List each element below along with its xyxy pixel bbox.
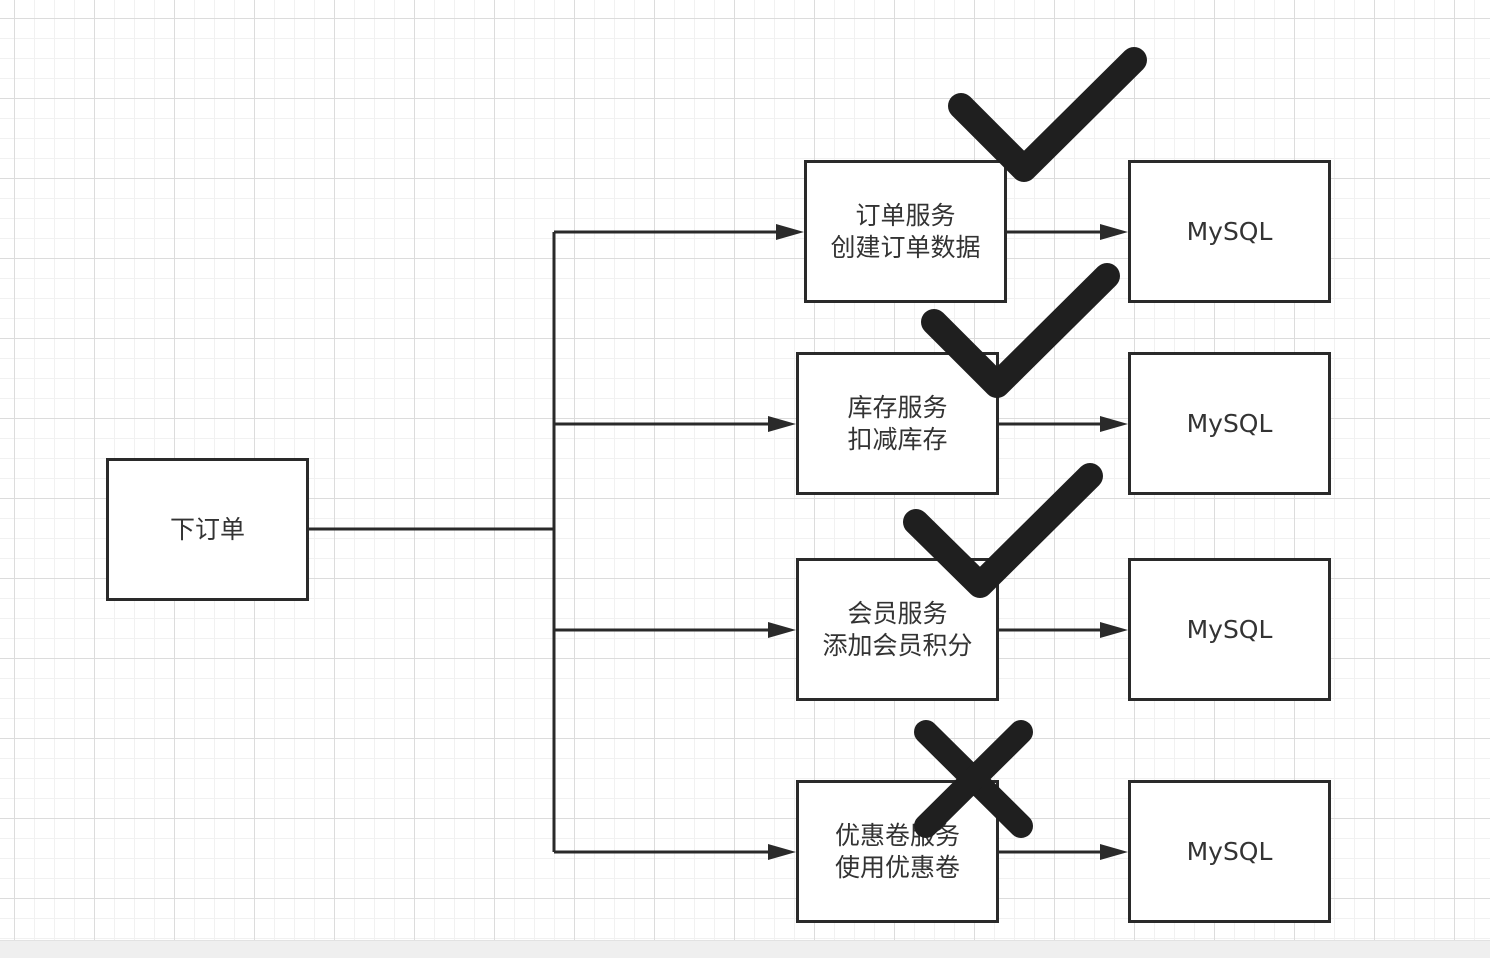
- arrowhead-inventory-db: [1100, 416, 1128, 432]
- arrowhead-inventory: [768, 416, 796, 432]
- node-mysql-order-label: MySQL: [1186, 216, 1273, 246]
- canvas-bottom-bar: [0, 940, 1490, 958]
- node-order-service[interactable]: 订单服务 创建订单数据: [804, 160, 1007, 303]
- node-coupon-service-label: 优惠卷服务 使用优惠卷: [834, 820, 960, 882]
- node-place-order-label: 下订单: [169, 514, 245, 544]
- node-mysql-member[interactable]: MySQL: [1128, 558, 1331, 701]
- arrowhead-order: [776, 224, 804, 240]
- node-inventory-service-label: 库存服务 扣减库存: [847, 392, 948, 454]
- node-inventory-service[interactable]: 库存服务 扣减库存: [796, 352, 999, 495]
- node-mysql-member-label: MySQL: [1186, 614, 1273, 644]
- node-mysql-inventory-label: MySQL: [1186, 408, 1273, 438]
- arrowhead-member: [768, 622, 796, 638]
- arrowhead-member-db: [1100, 622, 1128, 638]
- node-mysql-coupon[interactable]: MySQL: [1128, 780, 1331, 923]
- node-mysql-coupon-label: MySQL: [1186, 836, 1273, 866]
- arrowhead-order-db: [1100, 224, 1128, 240]
- node-mysql-inventory[interactable]: MySQL: [1128, 352, 1331, 495]
- arrowhead-coupon-db: [1100, 844, 1128, 860]
- node-coupon-service[interactable]: 优惠卷服务 使用优惠卷: [796, 780, 999, 923]
- node-member-service-label: 会员服务 添加会员积分: [822, 598, 973, 660]
- arrowhead-coupon: [768, 844, 796, 860]
- node-order-service-label: 订单服务 创建订单数据: [830, 200, 981, 262]
- node-place-order[interactable]: 下订单: [106, 458, 309, 601]
- node-mysql-order[interactable]: MySQL: [1128, 160, 1331, 303]
- node-member-service[interactable]: 会员服务 添加会员积分: [796, 558, 999, 701]
